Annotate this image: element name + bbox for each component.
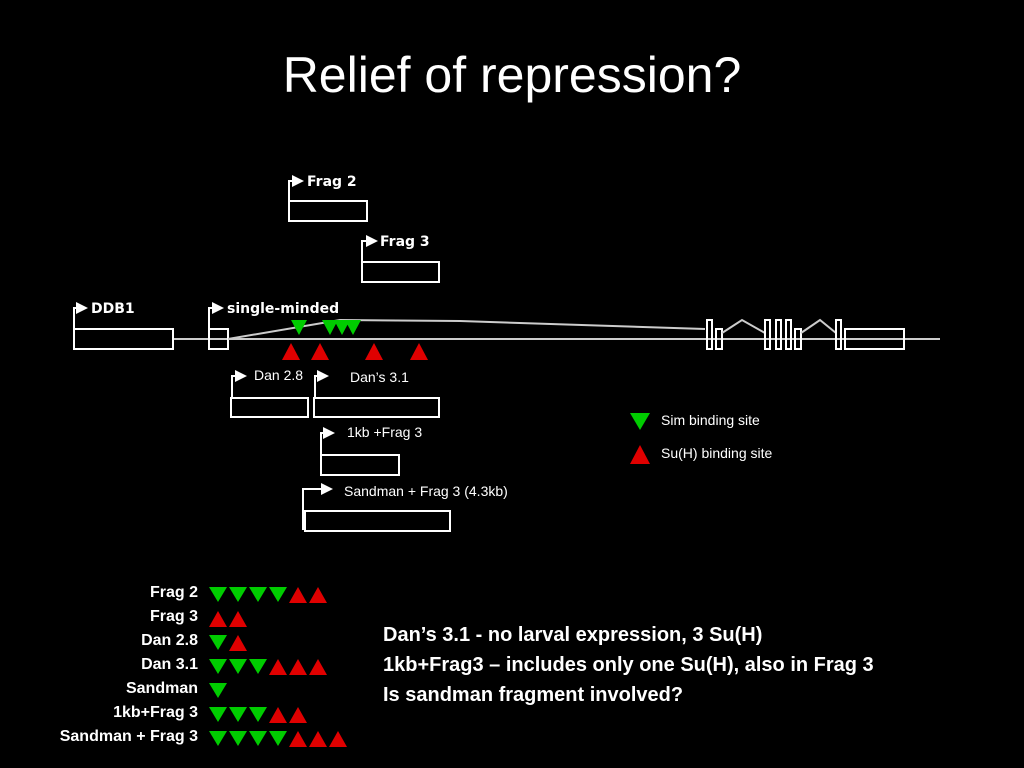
sim-site-marker	[291, 320, 307, 335]
suh-marker	[309, 587, 327, 603]
suh-marker	[209, 611, 227, 627]
suh-marker	[289, 659, 307, 675]
dan28-label: Dan 2.8	[254, 367, 303, 383]
summary-row-label: Frag 3	[149, 608, 198, 625]
sim-marker	[209, 587, 227, 602]
sim-marker	[229, 707, 247, 722]
dans31-box	[313, 397, 440, 418]
suh-site-marker	[282, 343, 300, 360]
legend: Sim binding site Su(H) binding site	[630, 412, 772, 464]
sim-site-marker	[322, 320, 338, 335]
sim-exon-6	[785, 319, 792, 350]
sim-marker	[249, 707, 267, 722]
legend-sim-icon	[630, 413, 650, 430]
frag3-construct: Frag 3	[361, 234, 440, 283]
1kb-frag3-construct: 1kb +Frag 3	[320, 424, 422, 476]
dans31-construct: Dan’s 3.1	[313, 369, 440, 418]
note-line: Is sandman fragment involved?	[383, 684, 684, 706]
frag3-label: Frag 3	[380, 234, 430, 250]
suh-site-marker	[311, 343, 329, 360]
sim-binding-sites	[291, 320, 361, 335]
summary-row-markers	[209, 611, 247, 627]
suh-marker	[289, 587, 307, 603]
sim-exon-7	[794, 328, 802, 350]
sim-marker	[209, 659, 227, 674]
summary-row-markers	[209, 683, 227, 698]
sim-marker	[209, 707, 227, 722]
sim-exon-2	[706, 319, 713, 350]
legend-sim-label: Sim binding site	[661, 412, 760, 428]
ddb1-gene: DDB1	[73, 301, 174, 350]
notes: Dan’s 3.1 - no larval expression, 3 Su(H…	[383, 620, 874, 710]
frag2-label: Frag 2	[307, 174, 357, 190]
sim-marker	[229, 659, 247, 674]
sandman-frag3-box	[304, 510, 451, 532]
sim-marker	[229, 587, 247, 602]
1kb-frag3-label: 1kb +Frag 3	[347, 424, 422, 440]
frag2-construct: Frag 2	[288, 174, 368, 222]
suh-site-marker	[365, 343, 383, 360]
sim-marker	[249, 731, 267, 746]
summary-row-markers	[209, 659, 327, 675]
summary-row-markers	[209, 635, 247, 651]
sim-exon-5	[775, 319, 782, 350]
sandman-frag3-label: Sandman + Frag 3 (4.3kb)	[344, 483, 508, 499]
sim-exon-9	[844, 328, 905, 350]
summary-row-label: Frag 2	[149, 584, 198, 601]
intron-line	[800, 318, 837, 334]
sim-marker	[249, 587, 267, 602]
suh-marker	[269, 659, 287, 675]
sim-marker	[209, 683, 227, 698]
summary-row-label: Sandman + Frag 3	[59, 728, 198, 745]
1kb-frag3-box	[320, 454, 400, 476]
suh-site-marker	[410, 343, 428, 360]
intron-line	[227, 318, 706, 340]
suh-marker	[229, 611, 247, 627]
sim-marker	[249, 659, 267, 674]
sim-site-marker	[345, 320, 361, 335]
sim-marker	[269, 731, 287, 746]
summary-row-markers	[209, 587, 327, 603]
sim-marker	[209, 731, 227, 746]
suh-marker	[329, 731, 347, 747]
ddb1-box	[73, 328, 174, 350]
suh-marker	[289, 707, 307, 723]
suh-marker	[309, 659, 327, 675]
single-minded-label: single-minded	[227, 301, 339, 317]
summary-row-label: Sandman	[125, 680, 198, 697]
sim-marker	[209, 635, 227, 650]
dan28-construct: Dan 2.8	[230, 367, 309, 418]
suh-marker	[289, 731, 307, 747]
suh-marker	[309, 731, 327, 747]
suh-binding-sites	[282, 343, 428, 360]
note-line: 1kb+Frag3 – includes only one Su(H), als…	[383, 654, 874, 676]
summary-row-label: 1kb+Frag 3	[113, 704, 198, 721]
slide-title: Relief of repression?	[282, 47, 742, 103]
summary-row-markers	[209, 731, 347, 747]
suh-marker	[269, 707, 287, 723]
summary-row-markers	[209, 707, 307, 723]
sandman-frag3-construct: Sandman + Frag 3 (4.3kb)	[302, 483, 508, 532]
sim-site-marker	[334, 320, 350, 335]
legend-suh-icon	[630, 445, 650, 464]
single-minded-gene: single-minded	[208, 301, 905, 350]
sim-exon-4	[764, 319, 771, 350]
suh-marker	[229, 635, 247, 651]
summary-row-label: Dan 2.8	[141, 632, 198, 649]
sim-marker	[229, 731, 247, 746]
summary-row-label: Dan 3.1	[141, 656, 198, 673]
sim-exon-3	[715, 328, 723, 350]
sim-marker	[269, 587, 287, 602]
frag2-box	[288, 200, 368, 222]
intron-line	[721, 318, 766, 334]
note-line: Dan’s 3.1 - no larval expression, 3 Su(H…	[383, 624, 763, 646]
ddb1-label: DDB1	[91, 301, 135, 317]
sim-exon-8	[835, 319, 842, 350]
dan28-box	[230, 397, 309, 418]
dans31-label: Dan’s 3.1	[350, 369, 409, 385]
frag3-box	[361, 261, 440, 283]
legend-suh-label: Su(H) binding site	[661, 445, 772, 461]
